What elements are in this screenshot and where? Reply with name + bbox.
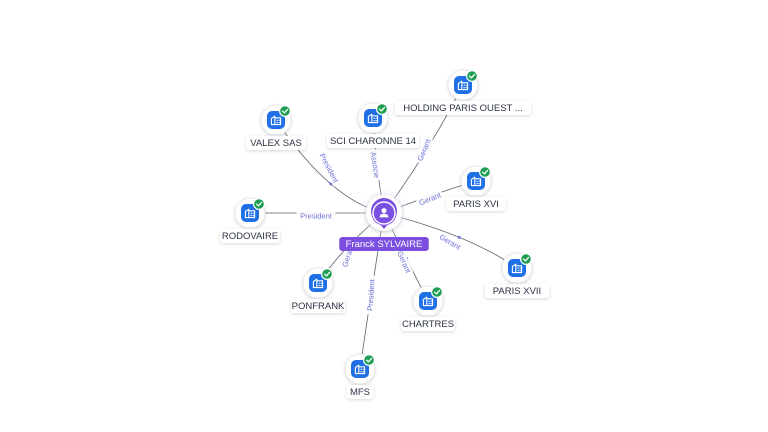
verified-check-icon (478, 165, 492, 179)
node-label-bg (246, 136, 306, 150)
person-label-text: Franck SYLVAIRE (346, 239, 423, 250)
node-label-bg (394, 101, 532, 115)
edge-label-bg (316, 149, 342, 187)
verified-check-icon (278, 104, 292, 118)
node-label-text: SCI CHARONNE 14 (330, 136, 416, 147)
center-layer: Franck SYLVAIRE (339, 187, 429, 251)
edge-label-bg (415, 136, 433, 164)
edge-label: Associe (368, 149, 382, 181)
edge-label: Gerant (394, 248, 414, 276)
company-node-mfs[interactable]: MFS (344, 353, 376, 399)
node-label-text: PONFRANK (292, 301, 345, 312)
company-node-valex[interactable]: VALEX SAS (246, 104, 306, 150)
verified-check-icon (320, 267, 334, 281)
nodes-layer: HOLDING PARIS OUEST ... SCI CHARONNE 14 VA… (220, 69, 550, 399)
verified-check-icon (430, 285, 444, 299)
verified-check-icon (375, 102, 389, 116)
verified-check-icon (519, 252, 533, 266)
verified-check-icon (252, 197, 266, 211)
node-label-bg (346, 385, 374, 399)
node-label: MFS (346, 385, 374, 399)
edge-label-bg (416, 190, 444, 208)
company-node-rodovaire[interactable]: RODOVAIRE (220, 197, 280, 243)
edge-label: Gerant (436, 231, 464, 252)
building-icon (364, 109, 382, 127)
building-icon (309, 274, 327, 292)
building-icon (467, 172, 485, 190)
building-icon (454, 76, 472, 94)
edge-label-text: President (318, 152, 341, 185)
edge-arrow-icon (328, 181, 333, 187)
edge-label-text: Gerant (418, 190, 443, 207)
edge-label-text: President (300, 212, 333, 221)
node-label-text: CHARTRES (402, 319, 454, 330)
node-label-text: RODOVAIRE (222, 231, 278, 242)
node-label: SCI CHARONNE 14 (326, 134, 420, 148)
building-icon (351, 360, 369, 378)
node-label-bg (484, 284, 550, 298)
node-label-bg (401, 317, 455, 331)
node-label-text: VALEX SAS (250, 138, 302, 149)
edge-label: President (365, 275, 377, 315)
node-label-bg (291, 299, 345, 313)
verified-check-icon (465, 69, 479, 83)
verified-check-icon (362, 353, 376, 367)
edge-label-text: Associe (369, 151, 382, 178)
company-node-sci[interactable]: SCI CHARONNE 14 (326, 102, 420, 148)
edge-label: President (316, 149, 342, 187)
node-label-bg (326, 134, 420, 148)
node-label: PONFRANK (291, 299, 345, 313)
edge-label-bg (365, 275, 377, 315)
person-icon (379, 208, 389, 218)
building-icon (241, 204, 259, 222)
person-node-franck[interactable]: Franck SYLVAIRE (339, 187, 429, 251)
edge-label: President (296, 211, 336, 221)
edge-label-text: Gerant (395, 250, 413, 275)
edge-label-bg (296, 211, 336, 221)
building-icon (267, 111, 285, 129)
edge-label-text: President (365, 278, 376, 311)
node-label: RODOVAIRE (220, 229, 280, 243)
edge-label-bg (368, 149, 382, 181)
node-label-text: MFS (350, 387, 370, 398)
company-node-parisxvi[interactable]: PARIS XVI (446, 165, 506, 211)
node-label: PARIS XVI (446, 197, 506, 211)
node-label-text: PARIS XVI (453, 199, 499, 210)
node-label-text: PARIS XVII (493, 286, 541, 297)
person-label-bg (339, 237, 429, 251)
edge-arrow-icon (457, 235, 463, 239)
node-label: PARIS XVII (484, 284, 550, 298)
node-label: VALEX SAS (246, 136, 306, 150)
node-label-bg (446, 197, 506, 211)
company-node-ponfrank[interactable]: PONFRANK (291, 267, 345, 313)
building-icon (419, 292, 437, 310)
edge-label-bg (436, 231, 464, 253)
node-label-text: HOLDING PARIS OUEST ... (403, 103, 522, 114)
company-node-chartres[interactable]: CHARTRES (401, 285, 455, 331)
company-node-holding[interactable]: HOLDING PARIS OUEST ... (394, 69, 532, 115)
node-label: CHARTRES (401, 317, 455, 331)
building-icon (508, 259, 526, 277)
edge-label-bg (394, 248, 414, 276)
company-node-parisxvii[interactable]: PARIS XVII (484, 252, 550, 298)
node-label-bg (220, 229, 280, 243)
edge-label: Gerant (416, 190, 444, 208)
person-label: Franck SYLVAIRE (339, 237, 429, 251)
node-label: HOLDING PARIS OUEST ... (394, 101, 532, 115)
